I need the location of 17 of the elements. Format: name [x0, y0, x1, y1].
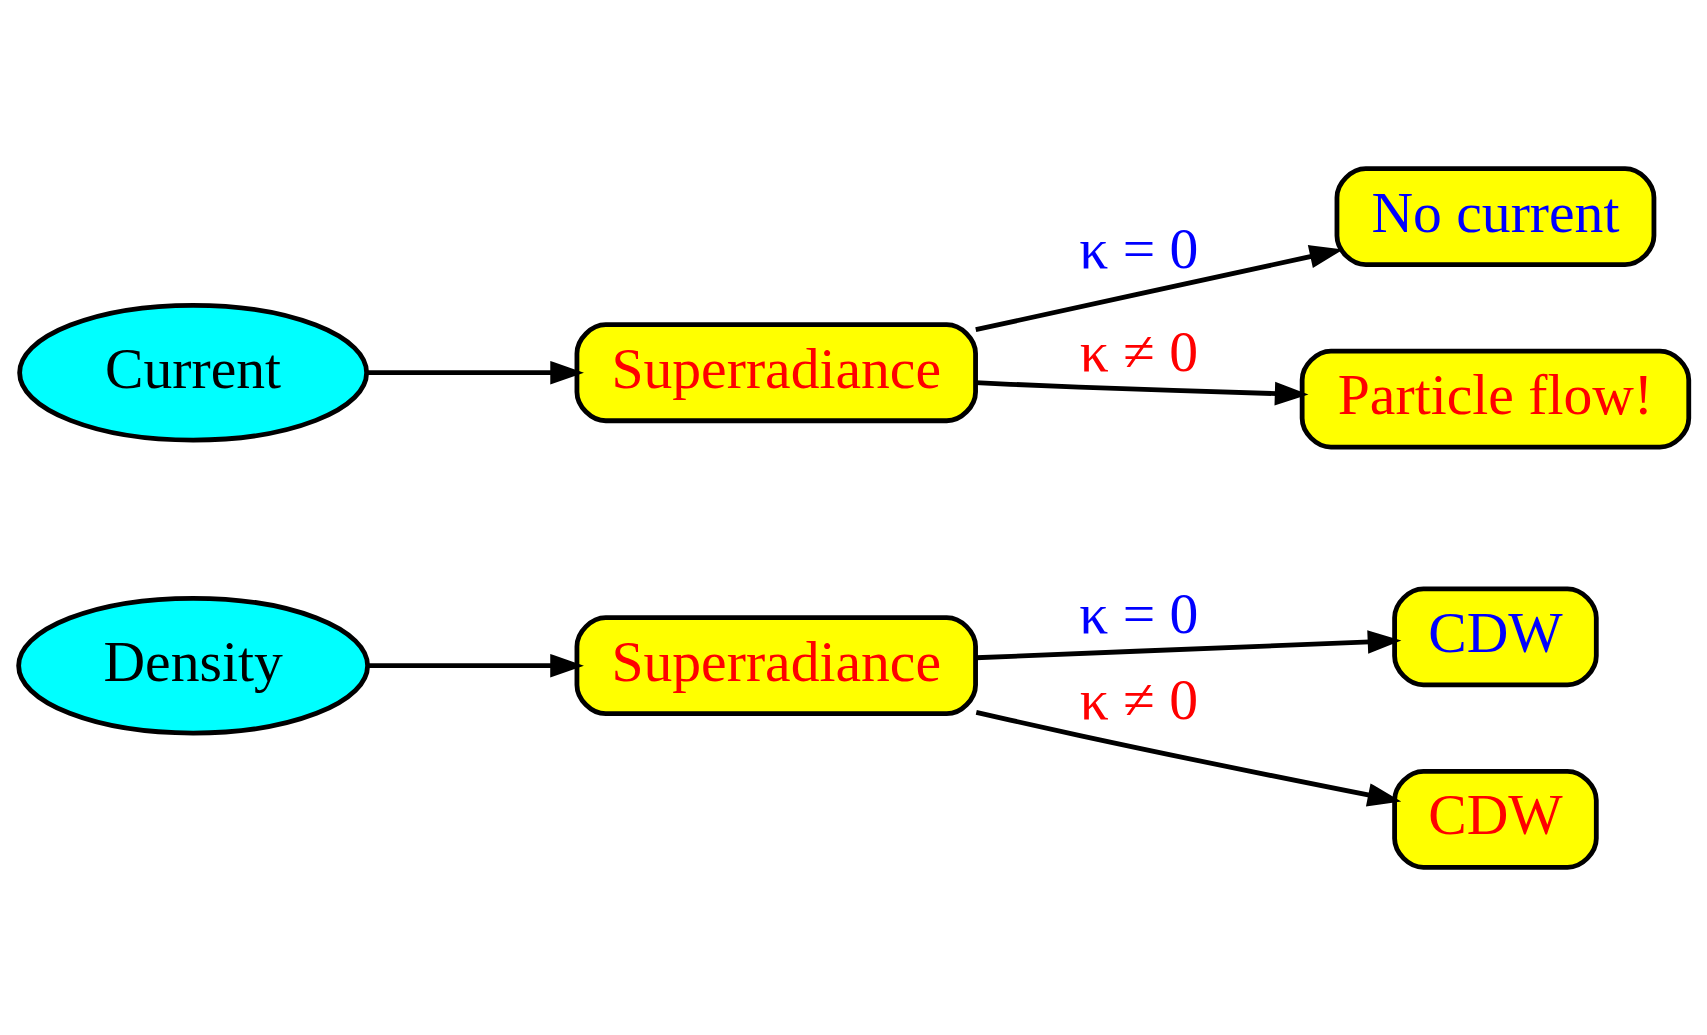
- node-box: Superradiance: [574, 321, 978, 423]
- edge-label: κ = 0: [1079, 216, 1199, 280]
- node-ellipse: Current: [17, 302, 370, 442]
- edge-label: κ = 0: [1079, 581, 1199, 645]
- node-box: CDW: [1392, 768, 1599, 870]
- node-box: Particle flow!: [1299, 348, 1692, 450]
- node-box: No current: [1334, 165, 1657, 267]
- arrow: [366, 360, 584, 384]
- node-ellipse: Density: [16, 595, 370, 735]
- edge-label: κ ≠ 0: [1079, 667, 1198, 731]
- node-box: CDW: [1392, 585, 1599, 687]
- arrow: [368, 653, 584, 677]
- arrow: [975, 709, 1402, 807]
- node-box: Superradiance: [574, 614, 978, 716]
- arrow: [975, 629, 1402, 660]
- arrow: [975, 379, 1309, 405]
- edge-label: κ ≠ 0: [1079, 319, 1198, 383]
